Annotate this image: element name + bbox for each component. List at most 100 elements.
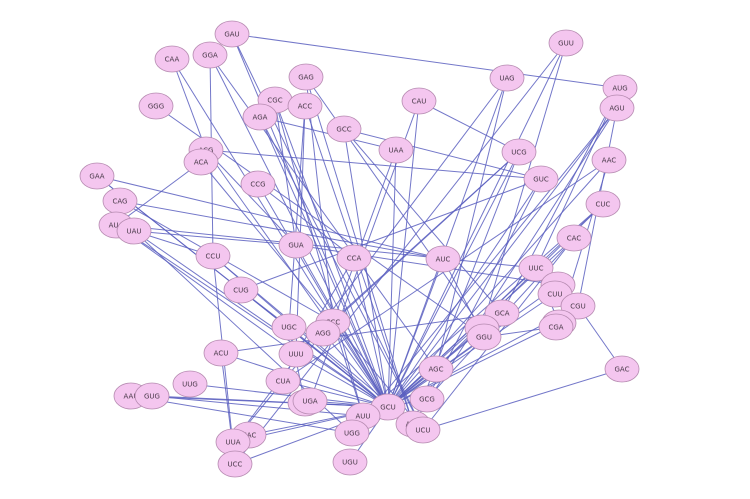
- edge-uau-gua: [133, 230, 297, 246]
- node-label: CGA: [548, 324, 563, 332]
- node-label: UUC: [528, 265, 543, 273]
- edge-gcc-gca: [343, 128, 503, 314]
- node-label: AUU: [355, 413, 370, 421]
- node-circle: [336, 244, 372, 272]
- node-label: UGU: [342, 459, 358, 467]
- edge-aga-gcu: [259, 116, 389, 408]
- node-label: GAA: [89, 173, 104, 181]
- edge-gga-agc: [209, 54, 437, 370]
- node-caa: CAA: [154, 45, 190, 73]
- node-circle: [409, 385, 445, 413]
- node-gag: GAG: [288, 63, 324, 91]
- edge-agg-gcu: [322, 332, 389, 408]
- node-circle: [183, 148, 219, 176]
- node-cug: CUG: [223, 276, 259, 304]
- node-ggg: GGG: [138, 92, 174, 120]
- node-label: UUG: [182, 381, 198, 389]
- node-label: CCU: [206, 253, 221, 261]
- node-gga: GGA: [192, 41, 228, 69]
- edge-cau-ucg: [418, 100, 520, 153]
- node-circle: [242, 103, 278, 131]
- node-label: UUU: [288, 351, 303, 359]
- node-circle: [217, 450, 253, 478]
- node-ugu: UGU: [332, 448, 368, 476]
- node-uug: UUG: [172, 370, 208, 398]
- edge-cua-gcu: [282, 380, 389, 408]
- edge-gca-acu: [220, 312, 503, 354]
- edge-aca-aua: [115, 161, 202, 226]
- node-label: UAA: [389, 147, 404, 155]
- node-ucg: UCG: [501, 138, 537, 166]
- node-circle: [405, 416, 441, 444]
- edge-cgc-auu: [274, 99, 364, 417]
- node-uau: UAU: [116, 217, 152, 245]
- node-circle: [425, 245, 461, 273]
- node-label: AAU: [124, 393, 139, 401]
- node-uuc: UUC: [518, 254, 554, 282]
- edge-guu-ucc: [234, 42, 567, 465]
- edge-aua-uuc: [115, 224, 537, 269]
- edge-aau-ugg: [130, 395, 353, 434]
- node-gua: GUA: [278, 231, 314, 259]
- node-label: GCU: [380, 404, 395, 412]
- edge-gaa-auc: [96, 175, 444, 260]
- node-cag: CAG: [102, 187, 138, 215]
- edge-gcc-gcu: [343, 128, 389, 408]
- edge-ccg-cca: [257, 183, 355, 259]
- edge-aua-uuu: [115, 224, 297, 355]
- node-label: AGC: [429, 366, 444, 374]
- node-label: UCC: [228, 461, 243, 469]
- node-label: UAU: [126, 228, 141, 236]
- node-circle: [154, 45, 190, 73]
- node-guu: GUU: [548, 29, 584, 57]
- edge-ccc-gcu: [332, 321, 389, 408]
- edge-uag-gcu: [387, 77, 508, 408]
- node-circle: [138, 92, 174, 120]
- edge-gac-ucu: [422, 368, 623, 431]
- node-label: AUA: [109, 222, 124, 230]
- edge-acu-gcu: [220, 352, 389, 408]
- node-circle: [116, 217, 152, 245]
- edge-aca-ucu: [200, 161, 424, 431]
- node-label: CAU: [412, 98, 427, 106]
- node-circle: [288, 63, 324, 91]
- node-ccg: CCG: [240, 170, 276, 198]
- node-agg: AGG: [305, 319, 341, 347]
- edge-caa-acg: [171, 58, 207, 151]
- edge-cgc-gua: [274, 99, 297, 246]
- edge-gga-gcu: [209, 54, 389, 408]
- edge-uuc-gcu: [387, 267, 537, 408]
- node-circle: [240, 170, 276, 198]
- edge-ugc-gcu: [288, 326, 389, 408]
- node-circle: [378, 136, 414, 164]
- node-label: GUU: [558, 40, 574, 48]
- node-gaa: GAA: [79, 162, 115, 190]
- node-label: CUU: [547, 291, 562, 299]
- node-cca: CCA: [336, 244, 372, 272]
- node-label: GUC: [533, 176, 549, 184]
- node-label: ACU: [214, 350, 229, 358]
- node-circle: [591, 146, 627, 174]
- edge-guc-cug: [240, 178, 542, 291]
- node-circle: [305, 319, 341, 347]
- node-uga: UGA: [292, 387, 328, 415]
- node-label: GUA: [288, 242, 304, 250]
- edge-uaa-ccc: [332, 149, 397, 323]
- edge-gug-auu: [151, 395, 364, 417]
- node-circle: [192, 41, 228, 69]
- node-circle: [223, 276, 259, 304]
- node-gau: GAU: [214, 20, 250, 48]
- node-agu: AGU: [599, 94, 635, 122]
- edge-aua-gcu: [115, 224, 389, 408]
- edge-uaa-gcu: [387, 149, 397, 408]
- node-circle: [489, 64, 525, 92]
- node-label: UUA: [225, 439, 240, 447]
- node-guc: GUC: [523, 165, 559, 193]
- node-label: GCA: [494, 310, 509, 318]
- edge-agu-gcu: [387, 107, 618, 408]
- edge-acg-gua: [205, 149, 297, 246]
- node-label: ACC: [298, 103, 313, 111]
- node-circle: [271, 313, 307, 341]
- node-circle: [134, 382, 170, 410]
- node-circle: [523, 165, 559, 193]
